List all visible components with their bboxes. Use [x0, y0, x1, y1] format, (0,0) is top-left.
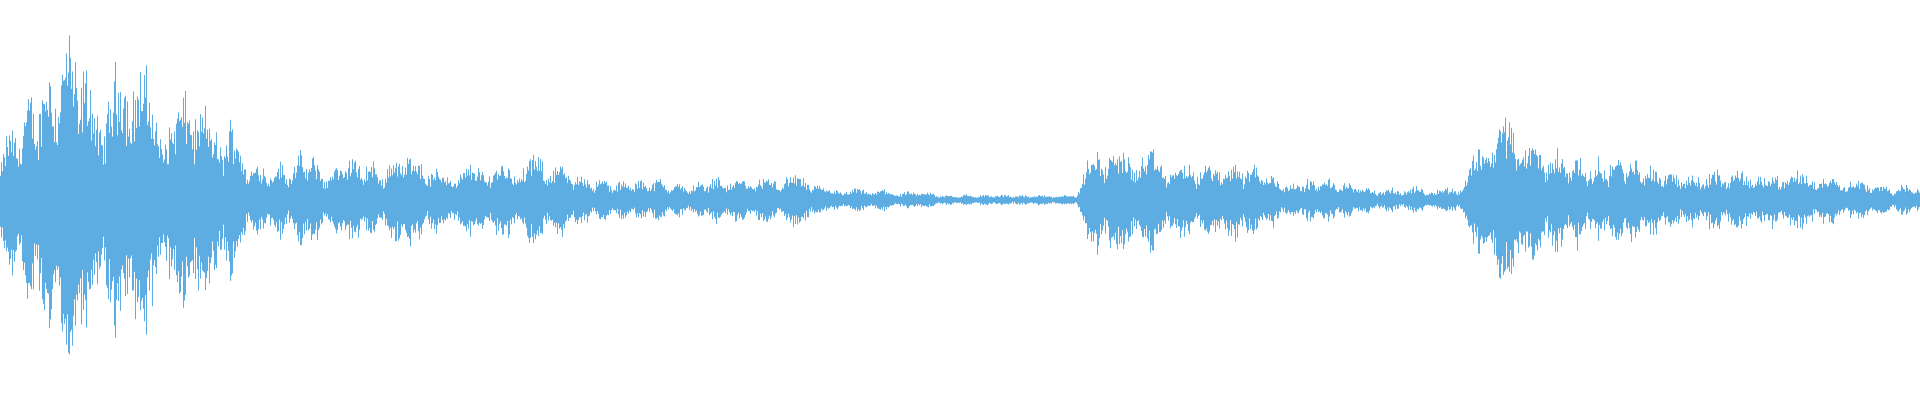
waveform-bars	[0, 35, 1920, 355]
